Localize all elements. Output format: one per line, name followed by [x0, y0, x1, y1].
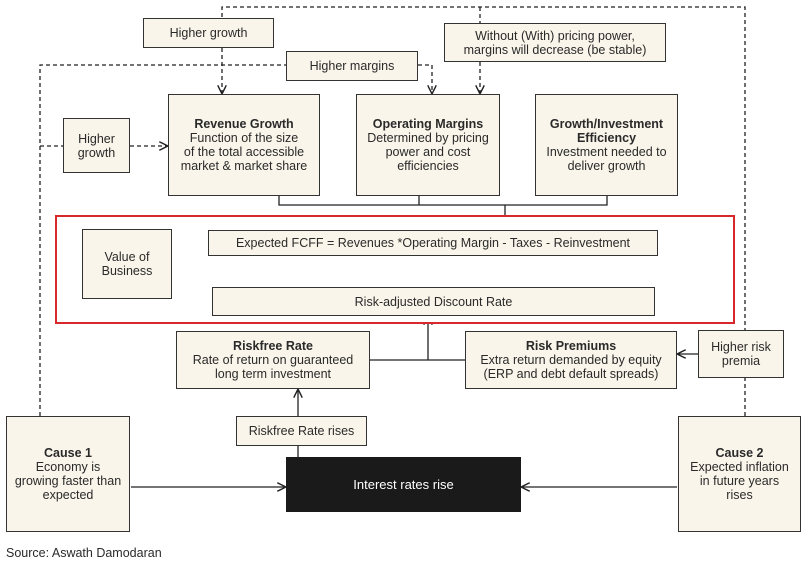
- riskfree-rises-label: Riskfree Rate rises: [236, 416, 367, 446]
- investment-efficiency-box: Growth/Investment Efficiency Investment …: [535, 94, 678, 196]
- higher-growth-label-top: Higher growth: [143, 18, 274, 48]
- higher-growth-label-left-text: Higher growth: [77, 131, 116, 160]
- pricing-power-label-text: Without (With) pricing power, margins wi…: [463, 28, 647, 57]
- interest-rates-rise-text: Interest rates rise: [353, 477, 454, 492]
- cause-2-box: Cause 2 Expected inflation in future yea…: [678, 416, 801, 532]
- cause-1-box: Cause 1 Economy is growing faster than e…: [6, 416, 130, 532]
- operating-margins-title: Operating Margins: [372, 117, 484, 131]
- pricing-power-label: Without (With) pricing power, margins wi…: [444, 23, 666, 62]
- risk-premiums-title: Risk Premiums: [525, 339, 617, 353]
- operating-margins-text: Determined by pricing power and cost eff…: [367, 131, 489, 173]
- higher-growth-label-left: Higher growth: [63, 118, 130, 173]
- revenue-growth-title: Revenue Growth: [194, 117, 294, 131]
- riskfree-rate-text: Rate of return on guaranteed long term i…: [192, 353, 354, 381]
- risk-premiums-box: Risk Premiums Extra return demanded by e…: [465, 331, 677, 389]
- higher-margins-label: Higher margins: [286, 51, 418, 81]
- riskfree-rises-text: Riskfree Rate rises: [248, 424, 355, 438]
- expected-fcff-text: Expected FCFF = Revenues *Operating Marg…: [235, 236, 631, 250]
- cause-2-title: Cause 2: [715, 446, 764, 460]
- revenue-growth-box: Revenue Growth Function of the size of t…: [168, 94, 320, 196]
- value-of-business-box: Value of Business: [82, 229, 172, 299]
- value-of-business-text: Value of Business: [101, 250, 153, 278]
- cause-2-text: Expected inflation in future years rises: [690, 460, 789, 502]
- higher-risk-premia-text: Higher risk premia: [711, 340, 771, 368]
- investment-efficiency-title: Growth/Investment Efficiency: [549, 117, 664, 145]
- riskfree-rate-title: Riskfree Rate: [233, 339, 313, 353]
- cause-1-text: Economy is growing faster than expected: [14, 460, 122, 502]
- higher-risk-premia-label: Higher risk premia: [698, 330, 784, 378]
- higher-growth-label-top-text: Higher growth: [169, 26, 248, 40]
- discount-rate-box: Risk-adjusted Discount Rate: [212, 287, 655, 316]
- riskfree-rate-box: Riskfree Rate Rate of return on guarante…: [176, 331, 370, 389]
- investment-efficiency-text: Investment needed to deliver growth: [546, 145, 667, 173]
- discount-rate-text: Risk-adjusted Discount Rate: [354, 294, 513, 309]
- higher-margins-label-text: Higher margins: [309, 59, 395, 73]
- revenue-growth-text: Function of the size of the total access…: [180, 131, 308, 173]
- risk-premiums-text: Extra return demanded by equity (ERP and…: [480, 353, 662, 381]
- operating-margins-box: Operating Margins Determined by pricing …: [356, 94, 500, 196]
- cause-1-title: Cause 1: [44, 446, 92, 460]
- interest-rates-rise-box: Interest rates rise: [286, 457, 521, 512]
- source-caption: Source: Aswath Damodaran: [6, 546, 162, 560]
- expected-fcff-box: Expected FCFF = Revenues *Operating Marg…: [208, 230, 658, 256]
